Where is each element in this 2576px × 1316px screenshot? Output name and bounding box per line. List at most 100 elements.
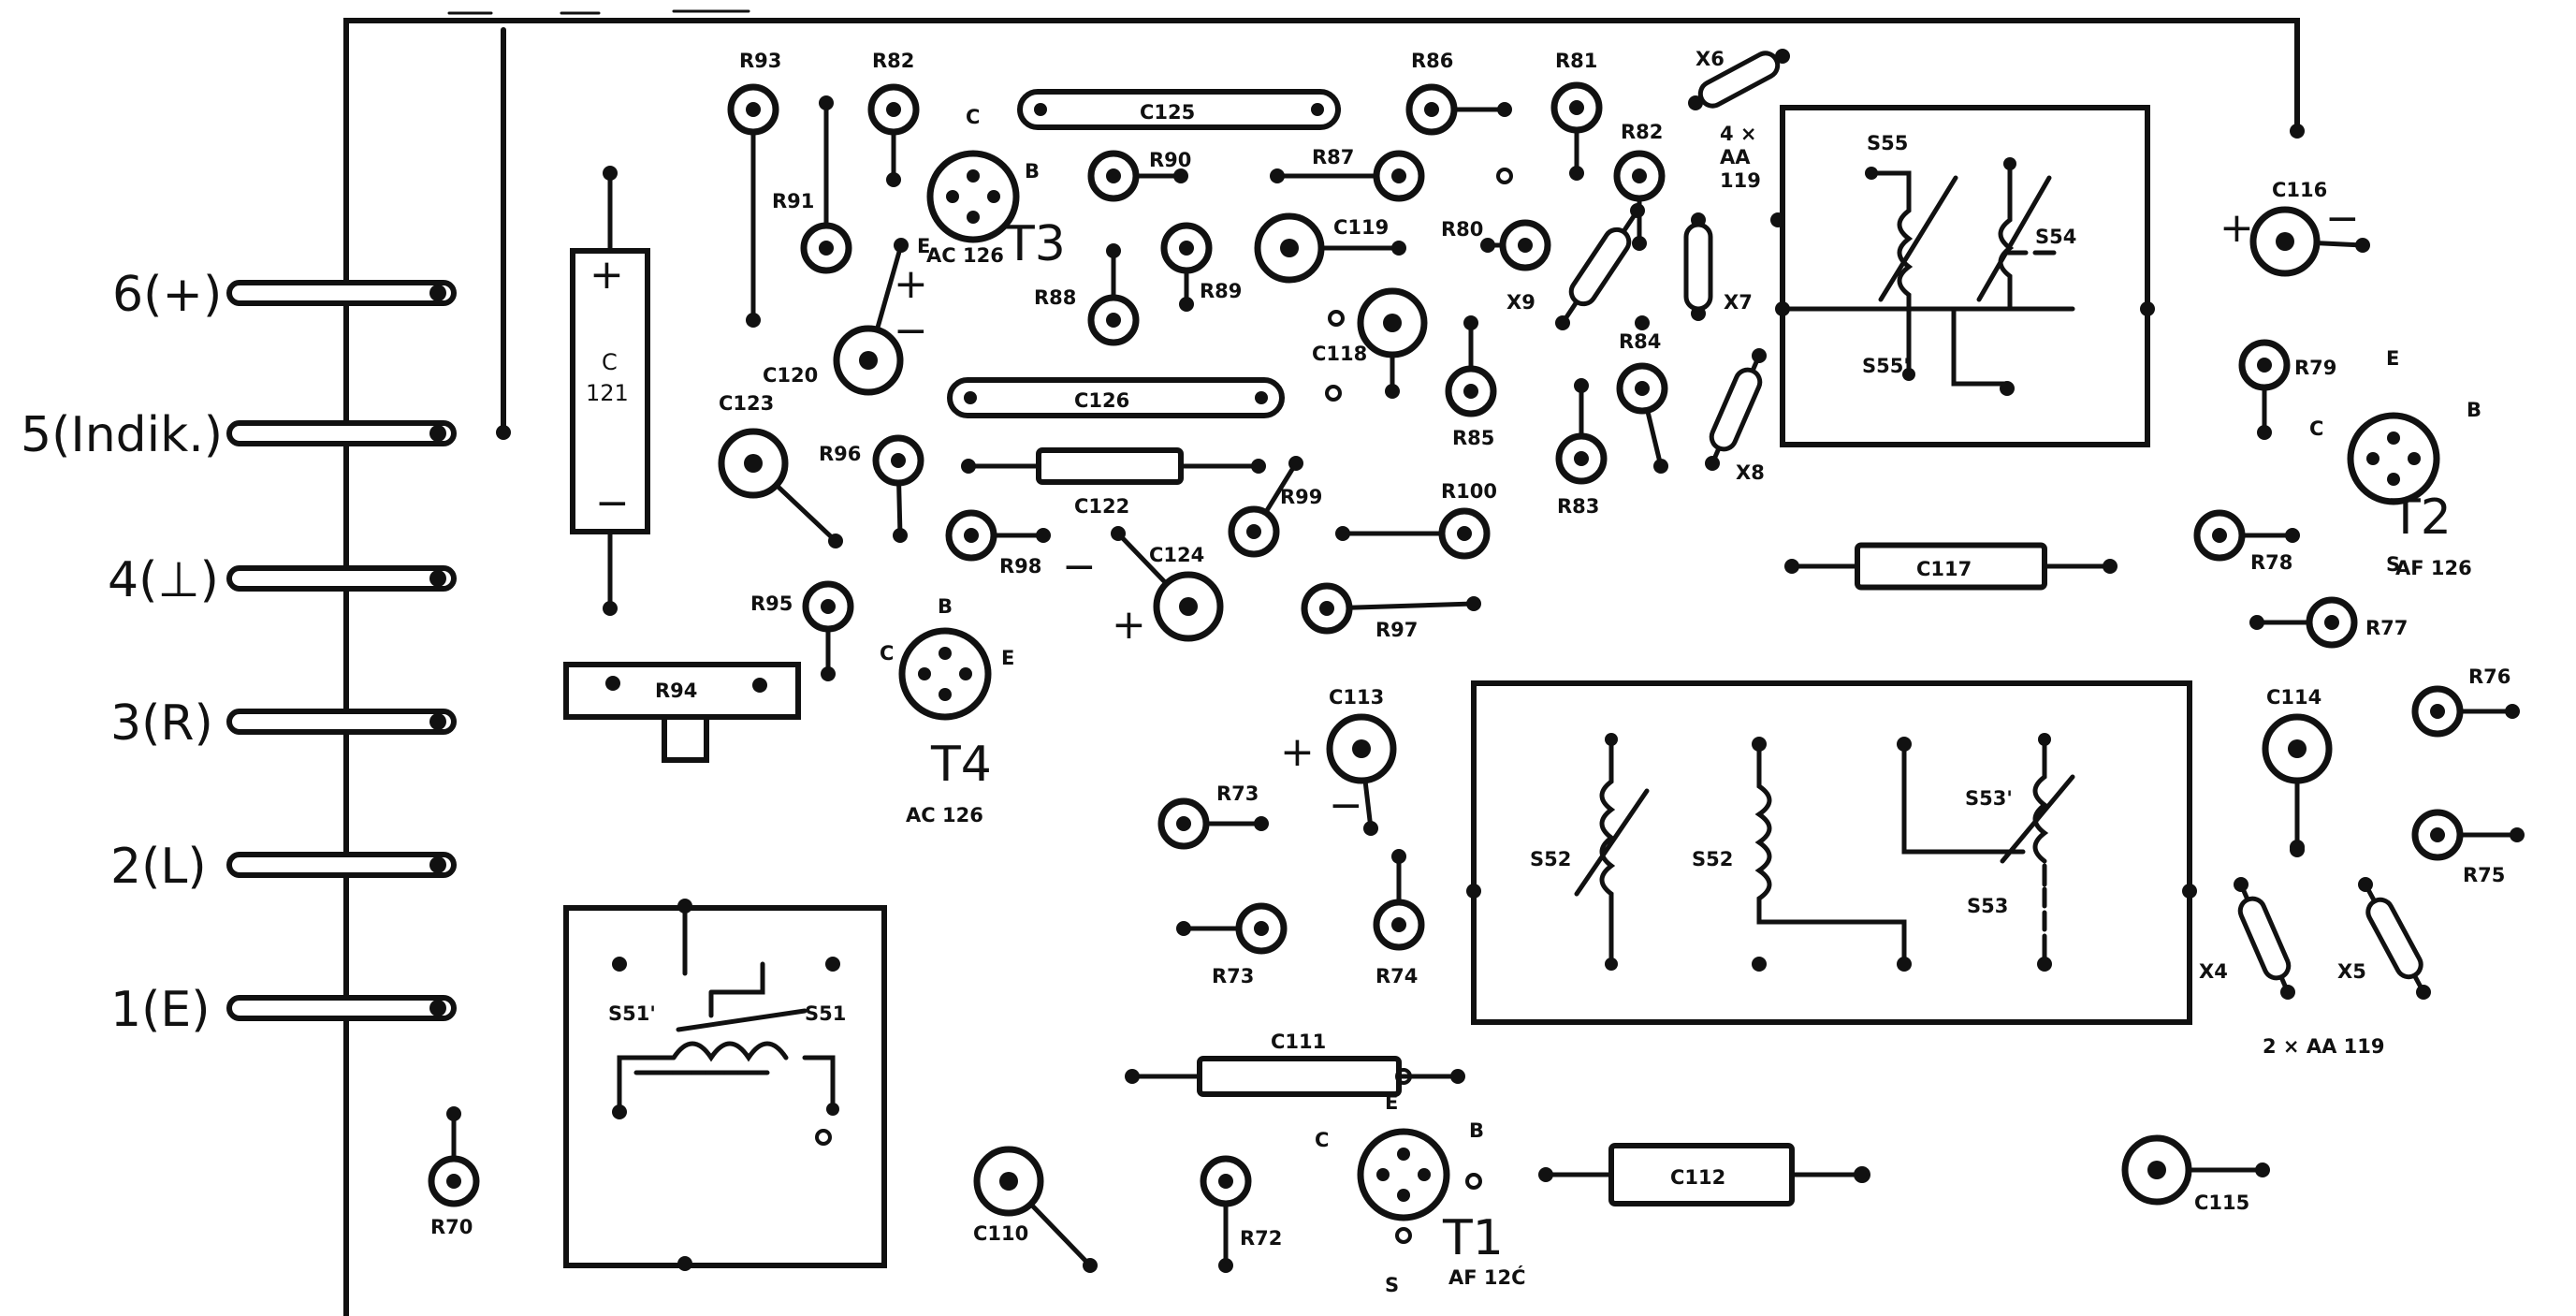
capacitor-c119: C119 [1254, 212, 1406, 284]
component-label: R85 [1452, 427, 1494, 449]
pin-label-6: 6(+) [112, 267, 222, 323]
component-label: R74 [1375, 965, 1418, 987]
resistor-r93: R93 [727, 50, 781, 328]
resistor-r76: R76 [2411, 665, 2520, 738]
c124-plus: + [1112, 601, 1146, 649]
component-label: C122 [1074, 495, 1129, 518]
component-label: R91 [772, 190, 814, 212]
component-label: R87 [1312, 146, 1354, 168]
resistor-r99: R99 [1228, 456, 1322, 558]
transistor-t4: CBE [880, 595, 1014, 721]
s52a-label: S52 [1530, 848, 1571, 870]
s51p-label: S51' [608, 1002, 656, 1025]
capacitor-c111: C111 [1125, 1031, 1465, 1097]
indicator-wire-end [496, 425, 511, 440]
diode-x7-pad [1635, 212, 2305, 857]
component-label: C113 [1329, 686, 1384, 709]
component-label: C123 [719, 392, 774, 415]
s54-label: S54 [2035, 226, 2076, 248]
component-label: C112 [1670, 1166, 1725, 1189]
resistor-r91: R91 [772, 95, 852, 274]
resistor-r92a: R82 [867, 50, 920, 187]
coil-box-s52-s53 [1471, 680, 2192, 1025]
component-label: C111 [1271, 1031, 1326, 1053]
component-label: C [2309, 417, 2323, 440]
connector-pin-3: 3(R) [110, 695, 457, 752]
component-label: R84 [1619, 330, 1661, 353]
component-label: R73 [1216, 782, 1259, 805]
component-label: R73 [1212, 965, 1254, 987]
resistor-r73b: R73 [1176, 902, 1288, 987]
component-label: R70 [430, 1216, 473, 1238]
component-label: E [917, 235, 930, 257]
c116-minus: − [2325, 195, 2360, 242]
diode-group-bottom: 2 × AA 119 [2263, 1035, 2384, 1058]
resistor-r83: R83 [1555, 378, 1608, 518]
component-label: E [1385, 1091, 1398, 1114]
component-label: R94 [655, 680, 697, 702]
component-label: C [966, 106, 980, 128]
component-label: B [938, 595, 953, 618]
component-label: R96 [819, 443, 861, 465]
component-label: R77 [2365, 617, 2408, 639]
capacitor-c120: C120 [763, 238, 909, 396]
resistor-r88: R88 [1034, 243, 1140, 346]
component-label: E [1001, 647, 1014, 669]
capacitor-c112: C112 [1538, 1143, 1870, 1206]
component-label: C119 [1333, 216, 1389, 239]
component-label: R76 [2468, 665, 2511, 688]
diode-group-top-1: 4 × [1720, 123, 1757, 145]
connector-pin-2: 2(L) [110, 839, 457, 895]
pin-label-4: 4(⊥) [108, 552, 219, 608]
s51-label: S51 [805, 1002, 846, 1025]
capacitor-c116: C116 [2249, 179, 2370, 277]
component-label: R75 [2463, 864, 2505, 886]
pin-label-5: 5(Indik.) [21, 407, 223, 463]
resistor-r78: R78 [2193, 509, 2300, 574]
component-label: E [2386, 347, 2399, 370]
resistor-r74: R74 [1373, 849, 1425, 987]
s55-label: S55 [1867, 132, 1908, 154]
resistor-r86: R86 [1405, 50, 1512, 136]
component-label: C120 [763, 364, 818, 387]
component-label: S [1385, 1274, 1399, 1296]
s53-label: S53 [1967, 895, 2008, 917]
capacitor-c126: C126 [947, 377, 1285, 418]
pin-label-3: 3(R) [110, 695, 213, 752]
capacitor-c115: C115 [2121, 1134, 2270, 1214]
resistor-r87: R87 [1270, 146, 1425, 202]
coil-s52b [1754, 741, 1907, 967]
resistor-r77: R77 [2249, 596, 2408, 649]
component-label: R79 [2294, 357, 2336, 379]
component-label: R90 [1149, 149, 1191, 171]
resistor-r72: R72 [1200, 1155, 1282, 1273]
component-label: X6 [1696, 48, 1725, 70]
board-outline [343, 18, 2300, 1316]
c121-plus: + [589, 251, 624, 299]
resistor-body-r94 [563, 662, 801, 720]
c124-minus: − [1062, 543, 1097, 591]
s55p-label: S55' [1862, 355, 1910, 377]
capacitor-c125: C125 [1017, 89, 1341, 130]
diode-group-top-2: AA [1720, 146, 1751, 168]
component-label: B [2467, 399, 2481, 421]
diode-x8: X8 [1705, 348, 1767, 484]
capacitor-c122: C122 [961, 447, 1266, 518]
component-label: R86 [1411, 50, 1453, 72]
diode-x9: X9 [1506, 203, 1645, 330]
capacitor-c110: C110 [973, 1146, 1098, 1273]
connector-pin-5: 5(Indik.) [21, 407, 457, 463]
c113-plus: + [1280, 728, 1315, 776]
diode-x4: X4 [2199, 877, 2295, 1000]
component-label: X7 [1724, 291, 1753, 314]
component-label: C118 [1312, 343, 1367, 365]
component-label: R81 [1555, 50, 1597, 72]
capacitor-c114: C114 [2262, 686, 2333, 855]
resistor-r75: R75 [2411, 809, 2525, 886]
resistor-r82: R82 [1613, 121, 1666, 251]
coil-box-s51 [563, 905, 887, 1268]
